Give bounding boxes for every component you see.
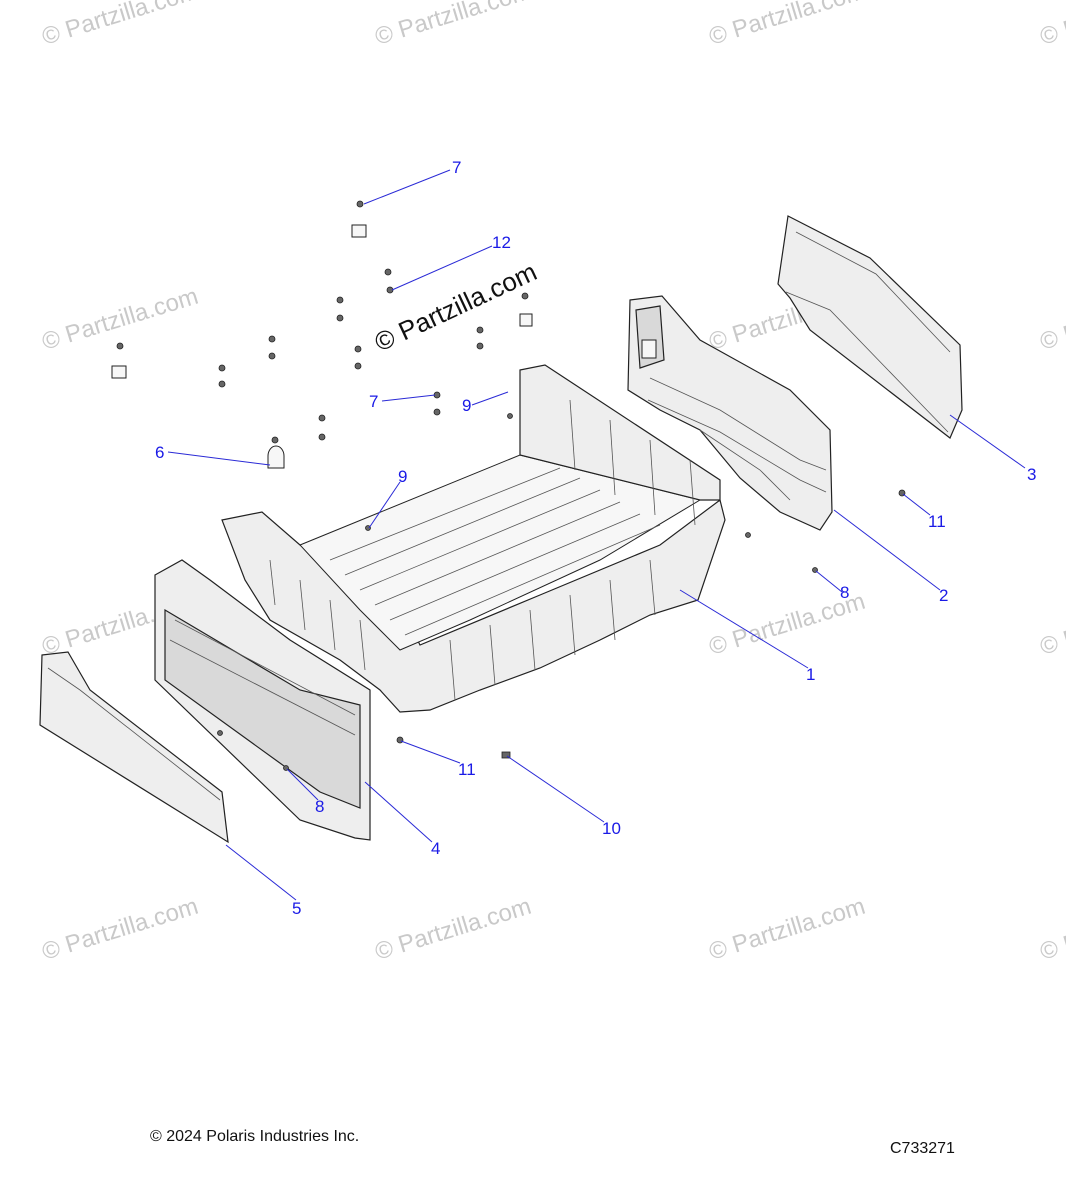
watermark: © Partzilla.com <box>706 893 869 966</box>
callout-12: 12 <box>492 233 511 252</box>
callout-1: 1 <box>806 665 815 684</box>
watermark: © Partzilla.com <box>39 893 202 966</box>
part-1-cargo-box <box>221 364 726 713</box>
watermark: © Partzilla.com <box>39 0 202 51</box>
callout-8: 8 <box>315 797 324 816</box>
callout-3: 3 <box>1027 465 1036 484</box>
callout-11: 11 <box>458 760 476 779</box>
copyright-text: © 2024 Polaris Industries Inc. <box>150 1128 360 1145</box>
callout-9: 9 <box>398 467 407 486</box>
callout-9: 9 <box>462 396 471 415</box>
callout-11: 11 <box>928 512 946 531</box>
diagram-code: C733271 <box>890 1140 955 1157</box>
callout-7: 7 <box>452 158 461 177</box>
part-4-side-rail <box>154 559 371 841</box>
watermark: © Partzilla.com <box>1037 0 1066 51</box>
callout-10: 10 <box>602 819 621 838</box>
watermark-main: © Partzilla.com <box>370 256 541 357</box>
watermark: © Partzilla.com <box>372 893 535 966</box>
callout-7: 7 <box>369 392 378 411</box>
watermark: © Partzilla.com <box>1037 893 1066 966</box>
part-2-rear-panel <box>627 295 833 531</box>
part-3-side-panel <box>777 215 963 439</box>
watermark: © Partzilla.com <box>1037 588 1066 661</box>
watermark: © Partzilla.com <box>1037 283 1066 356</box>
watermark: © Partzilla.com <box>372 0 535 51</box>
callout-6: 6 <box>155 443 164 462</box>
callout-labels: 7 12 7 9 6 9 3 11 2 8 1 11 8 4 10 5 <box>155 158 1036 918</box>
callout-2: 2 <box>939 586 948 605</box>
part-5-side-panel <box>39 651 229 844</box>
callout-4: 4 <box>431 839 440 858</box>
leader-lines <box>167 169 1026 901</box>
watermark: © Partzilla.com <box>706 0 869 51</box>
fastener-group <box>111 200 906 771</box>
callout-8: 8 <box>840 583 849 602</box>
callout-5: 5 <box>292 899 301 918</box>
